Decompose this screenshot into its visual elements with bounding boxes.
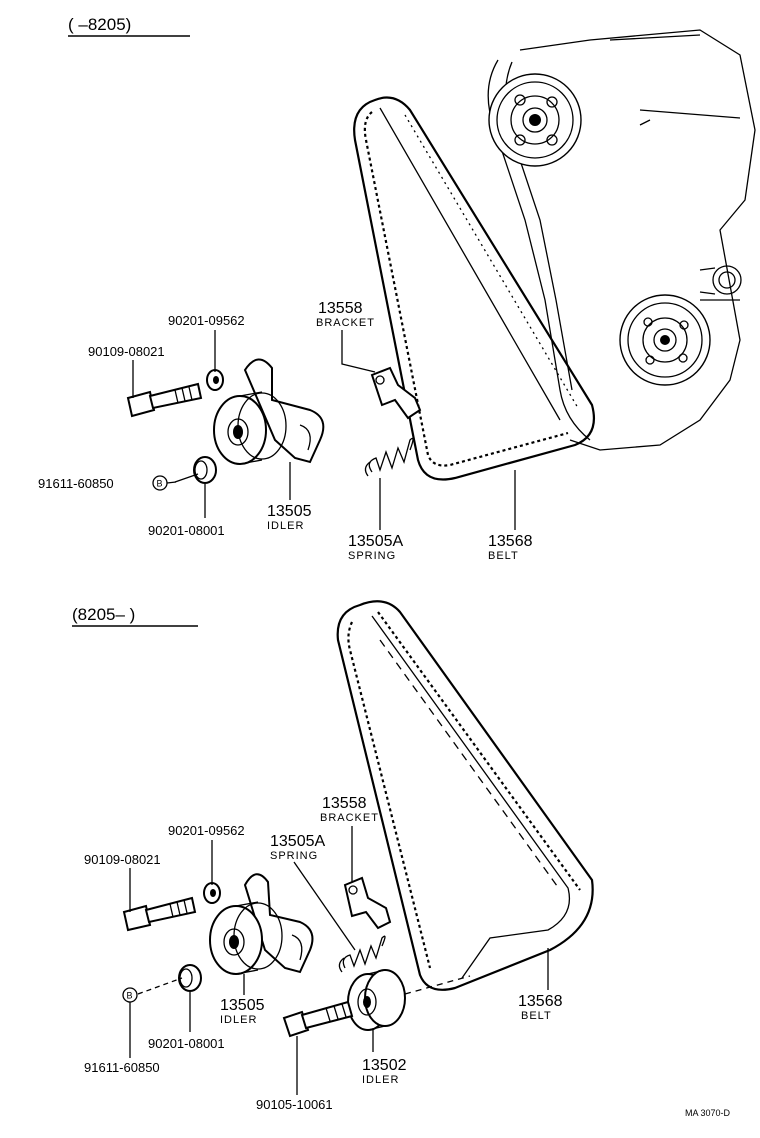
bottom-leaders [129,826,549,1095]
bottom-90201-08001-label: 90201-08001 [148,1036,225,1051]
idler-13505-top [213,358,325,465]
bottom-idler-13502-name: IDLER [362,1074,399,1086]
spring-13505a-bottom [338,935,386,973]
washer-90201-09562 [206,369,224,391]
washer-90201-09562-bottom [203,882,221,904]
crankshaft-pulley [619,294,711,386]
bottom-91611-60850-label: 91611-60850 [84,1060,160,1075]
engine-cover [487,29,756,451]
top-spring-name: SPRING [348,550,396,562]
bottom-90105-10061-label: 90105-10061 [256,1097,333,1112]
top-90109-08021-label: 90109-08021 [88,344,165,359]
spring-13505a-top [364,437,414,477]
bottom-13568-label: 13568 [518,993,563,1010]
bottom-idler-name: IDLER [220,1014,257,1026]
bottom-belt-name: BELT [521,1010,552,1022]
washer-90201-08001-top [193,456,217,484]
bottom-b-marker-circle [122,987,138,1003]
top-bracket-name: BRACKET [316,317,375,329]
bottom-90109-08021-label: 90109-08021 [84,852,161,867]
washer-90201-08001-bottom [178,964,202,992]
bottom-bracket-name: BRACKET [320,812,379,824]
bottom-13502-label: 13502 [362,1057,407,1074]
top-leaders [132,330,516,530]
top-labels: 90201-09562 90109-08021 13558 BRACKET 91… [38,300,533,562]
top-idler-name: IDLER [267,520,304,532]
bolt-90109-08021 [126,382,203,418]
top-91611-60850-label: 91611-60850 [38,476,114,491]
timing-belt-bottom [336,600,594,991]
timing-belt-top [353,96,596,481]
bottom-13558-label: 13558 [322,795,367,812]
bracket-13558-bottom [343,876,392,930]
bottom-section: (8205– ) [72,600,594,1112]
top-b-marker: B [157,479,163,489]
top-13558-label: 13558 [318,300,363,317]
idler-13502 [347,969,406,1031]
bottom-b-marker: B [127,991,133,1001]
top-90201-08001-label: 90201-08001 [148,523,225,538]
bottom-labels: 13558 BRACKET 90201-09562 13505A SPRING … [84,795,563,1112]
top-section-header: ( –8205) [68,15,131,34]
bolt-90109-08021-bottom [122,896,197,932]
idler-dashed-line [404,975,471,995]
b-dashed-line [137,977,183,995]
bottom-13505a-label: 13505A [270,833,325,850]
reference-code: MA 3070-D [685,1108,731,1118]
bottom-13505-label: 13505 [220,997,265,1014]
camshaft-pulley [488,73,582,167]
top-belt-name: BELT [488,550,519,562]
top-90201-09562-label: 90201-09562 [168,313,245,328]
cover-outlet-boss [712,265,742,295]
top-13505a-label: 13505A [348,533,403,550]
idler-13505-bottom [209,873,314,975]
bolt-90105-10061 [282,1000,354,1038]
bracket-13558-top [370,366,422,420]
bottom-section-header: (8205– ) [72,605,135,624]
bottom-spring-name: SPRING [270,850,318,862]
top-13568-label: 13568 [488,533,533,550]
top-section: ( –8205) [38,15,756,562]
bottom-90201-09562-label: 90201-09562 [168,823,245,838]
top-13505-label: 13505 [267,503,312,520]
